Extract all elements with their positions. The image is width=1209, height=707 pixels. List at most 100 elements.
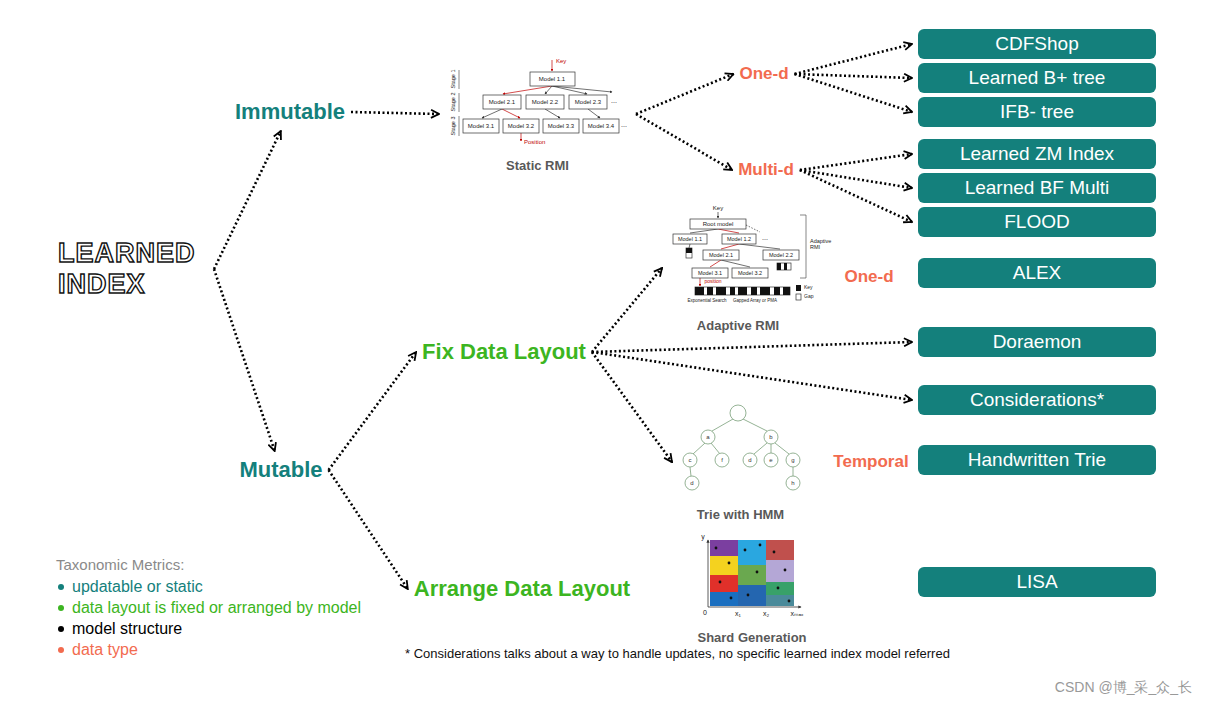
node-text: Learned ZM Index [960,143,1114,165]
node-text: Immutable [235,99,345,125]
figure-label: Model 1.2 [727,236,751,242]
node-text: LEARNED INDEX [58,238,208,300]
trie-letter: g [791,457,794,464]
dotted-arrow [214,131,281,269]
watermark: CSDN @博_采_众_长 [1055,680,1192,695]
dotted-arrow [214,269,275,451]
data-type-label: Temporal [833,453,908,472]
method-box: ALEX [918,258,1156,288]
method-box: Learned B+ tree [918,63,1156,93]
dotted-arrow [800,154,912,170]
legend-swatch [58,584,64,590]
figure-caption: Adaptive RMI [668,203,808,333]
node-text: LISA [1016,571,1057,593]
trie-letter: h [791,480,794,487]
dotted-arrow [351,112,439,114]
node-text: Trie with HMM [697,507,784,522]
data-type-label: Multi-d [738,160,794,180]
legend-entry: data type [56,639,361,660]
category-label: Immutable [235,99,345,125]
trie-letter: f [721,457,723,464]
method-box: FLOOD [918,207,1156,237]
node-text: ALEX [1013,262,1062,284]
dotted-arrow [592,268,662,352]
axis-label: xₘₐₓ [791,610,804,618]
layout-label: Fix Data Layout [422,339,586,365]
trie-letter: b [769,434,772,441]
axis-label: 0 [703,609,707,617]
figure-caption: Static RMI [445,55,630,173]
method-box: Handwritten Trie [918,445,1156,475]
figure-label: Model 3.1 [468,123,494,130]
adaptive-rmi-figure [673,212,806,300]
dotted-arrow [795,74,912,112]
node-text: Doraemon [993,331,1082,353]
figure-label: Model 2.2 [532,99,558,106]
method-box: CDFShop [918,29,1156,59]
figure-label: ... [611,97,617,105]
legend-swatch [58,626,64,632]
node-text: Learned B+ tree [969,67,1106,89]
method-box: IFB- tree [918,97,1156,127]
node-text: Handwritten Trie [968,449,1106,471]
figure-caption: Shard Generation [696,530,808,645]
trie-letter: a [706,434,709,441]
legend-entry: model structure [56,618,361,639]
legend-text: data type [72,641,138,659]
method-box: Considerations* [918,385,1156,415]
root-title: LEARNED INDEX [58,238,208,300]
dotted-arrow [329,352,417,470]
node-text: Static RMI [506,158,569,173]
data-type-label: One-d [844,268,893,287]
node-text: Learned BF Multi [965,177,1110,199]
axis-label: x₁ [735,610,741,618]
trie-figure [683,405,800,490]
figure-label: Adaptive RMI [810,238,840,250]
node-text: FLOOD [1004,211,1069,233]
node-text: One-d [739,64,788,84]
method-box: LISA [918,567,1156,597]
figure-label: ... [621,121,627,129]
method-box: Learned ZM Index [918,139,1156,169]
figure-label: Model 2.1 [489,99,515,106]
dotted-arrow [795,74,912,78]
trie-letter: d [748,457,751,464]
node-text: CDFShop [995,33,1078,55]
node-text: IFB- tree [1000,101,1074,123]
figure-label: Model 2.3 [575,99,601,106]
node-text: Arrange Data Layout [414,576,630,602]
figure-label: Model 3.1 [698,270,722,276]
figure-label: position [704,279,721,285]
legend-entry: updatable or static [56,576,361,597]
figure-label: Position [524,139,545,146]
legend-text: updatable or static [72,578,203,596]
figure-label: Stage 1 [450,70,456,89]
node-text: Shard Generation [697,630,806,645]
legend-swatch [58,647,64,653]
dotted-arrow [329,470,408,589]
node-text: Mutable [239,457,322,483]
figure-label: Model 2.1 [709,252,733,258]
node-text: Fix Data Layout [422,339,586,365]
figure-label: Model 1.1 [539,76,565,83]
figure-label: Stage 2 [450,93,456,112]
figure-label: Model 3.3 [548,123,574,130]
node-text: Adaptive RMI [697,318,779,333]
figure-label: Model 3.4 [588,123,614,130]
figure-label: Root model [703,221,734,228]
axis-label: y [701,533,705,541]
footnote: * Considerations talks about a way to ha… [405,647,950,661]
trie-letter: e [769,457,772,464]
dotted-arrow [636,114,732,170]
dotted-arrow [592,352,672,462]
shard-figure [708,540,801,607]
figure-label: Key [556,58,566,65]
figure-label: Model 1.1 [678,236,702,242]
dotted-arrow [636,74,733,114]
method-box: Learned BF Multi [918,173,1156,203]
legend-text: model structure [72,620,182,638]
figure-label: Key [713,205,723,212]
dotted-arrow [800,170,912,222]
static-rmi-figure [459,60,619,141]
data-type-label: One-d [739,64,788,84]
